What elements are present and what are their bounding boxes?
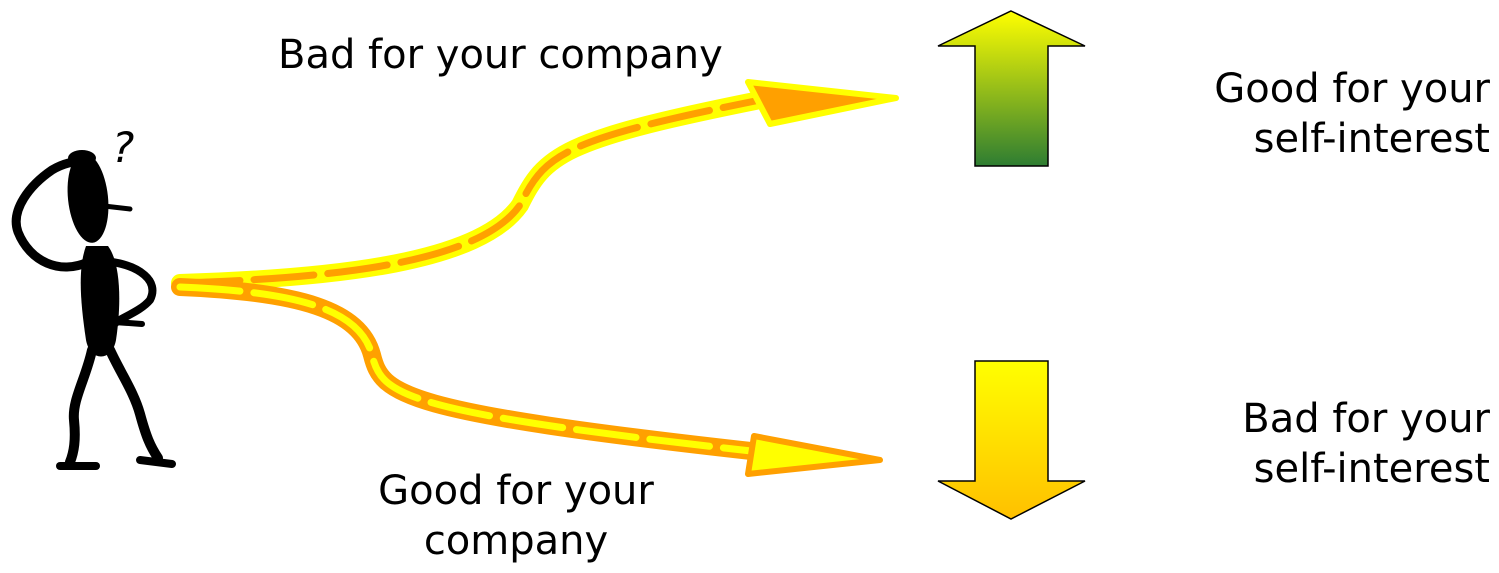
figure-right-foot [136,456,176,468]
figure-right-arm [108,258,157,328]
figure-left-arm [11,157,93,272]
upper-path-body [171,91,769,292]
lower-path-label-line2: company [423,518,609,564]
lower-path-label-line1: Good for your [378,468,654,514]
upper-path-label: Bad for your company [278,32,723,78]
figure-head [67,153,109,243]
lower-path-body [171,278,769,461]
confused-person-figure [11,150,176,470]
up-outcome-label-line2: self-interest [1253,116,1490,162]
down-outcome-label-line2: self-interest [1253,446,1490,492]
up-outcome-label-line1: Good for your [1214,66,1490,112]
down-outcome-label: Bad for your self-interest [1070,394,1490,494]
down-arrow [937,360,1086,520]
upper-path-inner [176,96,764,287]
figure-right-hand [111,319,145,327]
lower-path-label: Good for your company [340,466,692,566]
upper-path-arrowhead [745,79,899,127]
lower-path-arrow [171,278,883,477]
figure-torso [80,246,120,357]
figure-hand [68,150,96,166]
question-mark: ? [112,123,134,172]
lower-path-arrowhead [745,433,883,477]
down-outcome-label-line1: Bad for your [1242,396,1490,442]
figure-left-leg [65,345,97,467]
upper-path-arrow [171,79,899,292]
lower-path-inner [176,283,764,456]
up-arrow [937,10,1086,167]
up-outcome-label: Good for your self-interest [1070,64,1490,164]
figure-right-leg [105,345,163,463]
figure-nose [101,203,133,212]
